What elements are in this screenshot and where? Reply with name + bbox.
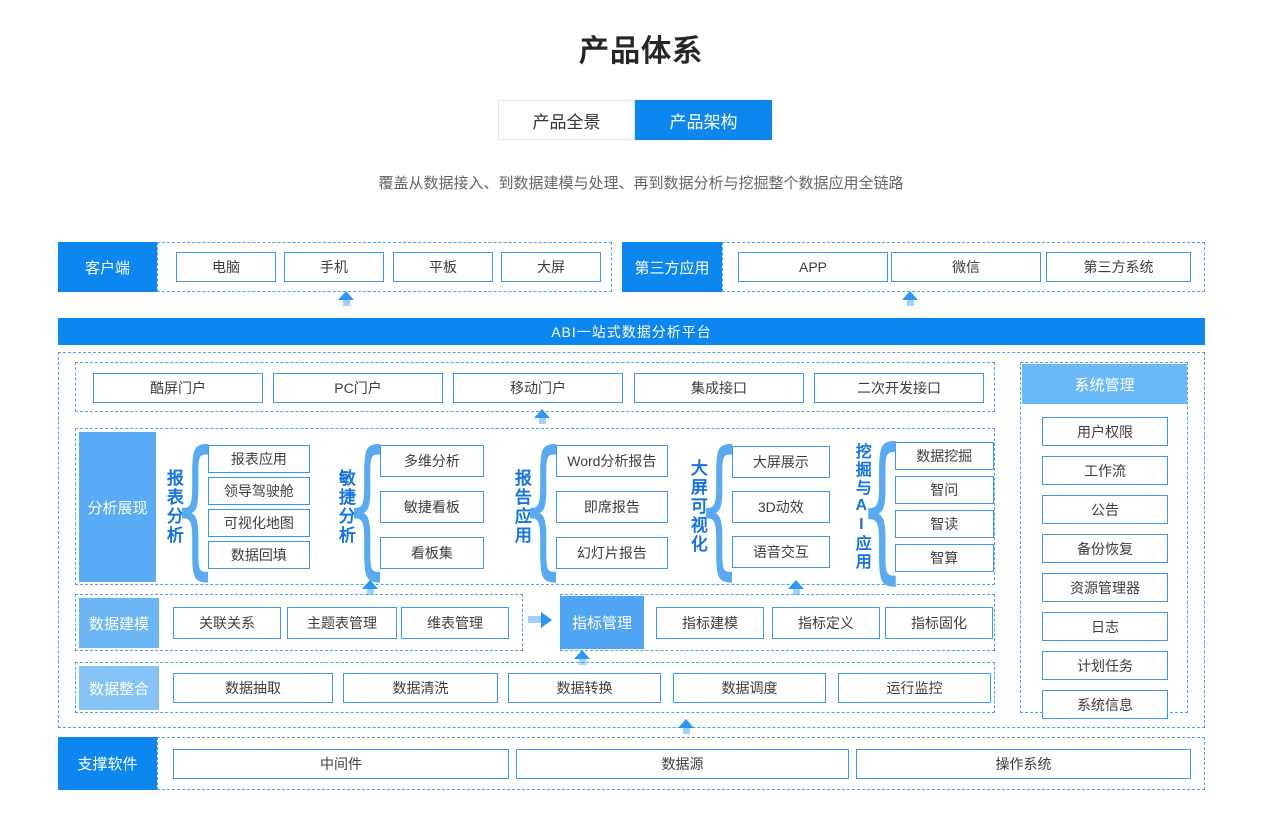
diagram-node-portal: PC门户 — [273, 373, 443, 403]
diagram-node-portal: 集成接口 — [634, 373, 804, 403]
diagram-node: 即席报告 — [555, 490, 668, 523]
diagram-node: 幻灯片报告 — [555, 536, 668, 569]
diagram-node: 运行监控 — [838, 673, 991, 703]
diagram-node: 指标建模 — [656, 607, 764, 639]
arrow-up-icon — [338, 291, 354, 306]
modeling-section: 数据建模 关联关系 主题表管理 维表管理 — [75, 594, 523, 651]
diagram-node-thirdparty-system: 第三方系统 — [1046, 252, 1191, 282]
tab-product-architecture[interactable]: 产品架构 — [635, 100, 772, 140]
analysis-section: 分析展现 报表分析 { 报表应用 领导驾驶舱 可视化地图 数据回填 敏捷分析 {… — [75, 428, 995, 586]
diagram-node: 数据挖掘 — [894, 441, 994, 470]
diagram-node-tablet: 平板 — [393, 252, 493, 282]
diagram-node: 3D动效 — [731, 490, 830, 523]
diagram-node-wechat: 微信 — [891, 252, 1041, 282]
thirdparty-section-label: 第三方应用 — [622, 242, 722, 292]
diagram-node: 备份恢复 — [1042, 534, 1168, 563]
diagram-node: 数据调度 — [673, 673, 826, 703]
diagram-node: Word分析报告 — [555, 444, 668, 477]
diagram-node: 数据回填 — [207, 540, 310, 569]
diagram-node: 看板集 — [379, 536, 484, 569]
diagram-node-portal: 二次开发接口 — [814, 373, 984, 403]
diagram-node: 数据抽取 — [173, 673, 333, 703]
analysis-group-bigscreen: 大屏可视化 { 大屏展示 3D动效 语音交互 — [688, 429, 830, 584]
diagram-node: 数据清洗 — [343, 673, 498, 703]
indicator-section: 指标建模 指标定义 指标固化 — [560, 594, 995, 651]
diagram-node-portal: 酷屏门户 — [93, 373, 263, 403]
diagram-node-bigscreen: 大屏 — [501, 252, 601, 282]
diagram-node: 智算 — [894, 543, 994, 572]
diagram-node-datasource: 数据源 — [516, 749, 849, 779]
analysis-group-report: 报表分析 { 报表应用 领导驾驶舱 可视化地图 数据回填 — [164, 429, 310, 584]
diagram-node-os: 操作系统 — [856, 749, 1191, 779]
diagram-node: 多维分析 — [379, 444, 484, 477]
diagram-node: 智读 — [894, 509, 994, 538]
arrow-up-icon — [362, 580, 378, 595]
page-subtitle: 覆盖从数据接入、到数据建模与处理、再到数据分析与挖掘整个数据应用全链路 — [378, 175, 904, 192]
portal-row-container: 酷屏门户 PC门户 移动门户 集成接口 二次开发接口 — [75, 362, 995, 412]
page-title: 产品体系 — [579, 35, 703, 68]
diagram-node-pc: 电脑 — [176, 252, 276, 282]
client-section-label: 客户端 — [58, 242, 157, 292]
arrow-up-icon — [788, 580, 804, 595]
diagram-node: 公告 — [1042, 495, 1168, 524]
platform-container — [58, 352, 1205, 728]
diagram-node-portal: 移动门户 — [453, 373, 623, 403]
platform-banner: ABI一站式数据分析平台 — [58, 318, 1205, 345]
client-devices-container: 电脑 手机 平板 大屏 — [157, 242, 612, 292]
thirdparty-container: APP 微信 第三方系统 — [722, 242, 1205, 292]
arrow-up-icon — [902, 291, 918, 306]
diagram-node: 主题表管理 — [287, 607, 397, 639]
tab-bar: 产品全景 产品架构 — [498, 100, 772, 140]
diagram-node: 资源管理器 — [1042, 573, 1168, 602]
integration-section-label: 数据整合 — [79, 666, 159, 710]
system-section-label: 系统管理 — [1022, 364, 1187, 404]
group-label: 报表分析 — [163, 468, 183, 545]
diagram-node: 计划任务 — [1042, 651, 1168, 680]
diagram-node: 指标定义 — [772, 607, 880, 639]
diagram-node: 用户权限 — [1042, 417, 1168, 446]
support-section-label: 支撑软件 — [58, 737, 157, 790]
diagram-node: 可视化地图 — [207, 508, 310, 537]
diagram-node: 维表管理 — [401, 607, 509, 639]
group-label: 报告应用 — [511, 468, 531, 545]
diagram-node: 关联关系 — [173, 607, 281, 639]
analysis-group-reporting: 报告应用 { Word分析报告 即席报告 幻灯片报告 — [512, 429, 668, 584]
diagram-node: 大屏展示 — [731, 445, 830, 478]
diagram-node: 工作流 — [1042, 456, 1168, 485]
diagram-node: 日志 — [1042, 612, 1168, 641]
modeling-section-label: 数据建模 — [79, 598, 159, 648]
diagram-node: 智问 — [894, 475, 994, 504]
diagram-node-middleware: 中间件 — [173, 749, 509, 779]
tab-product-panorama[interactable]: 产品全景 — [498, 100, 635, 140]
group-label: 敏捷分析 — [335, 468, 355, 545]
support-container: 中间件 数据源 操作系统 — [157, 737, 1205, 790]
diagram-node: 敏捷看板 — [379, 490, 484, 523]
diagram-node: 数据转换 — [508, 673, 661, 703]
diagram-node: 报表应用 — [207, 444, 310, 473]
analysis-section-label: 分析展现 — [79, 432, 156, 582]
integration-section: 数据整合 数据抽取 数据清洗 数据转换 数据调度 运行监控 — [75, 662, 995, 713]
arrow-right-icon — [528, 611, 556, 628]
arrow-up-icon — [678, 719, 694, 734]
indicator-label: 指标管理 — [560, 596, 644, 649]
analysis-group-agile: 敏捷分析 { 多维分析 敏捷看板 看板集 — [336, 429, 484, 584]
diagram-node-mobile: 手机 — [284, 252, 384, 282]
diagram-node-app: APP — [738, 252, 888, 282]
group-label: 挖掘与AI应用 — [852, 442, 870, 571]
diagram-node: 领导驾驶舱 — [207, 476, 310, 505]
system-section: 系统管理 用户权限 工作流 公告 备份恢复 资源管理器 日志 计划任务 系统信息 — [1020, 362, 1188, 719]
analysis-group-ai: 挖掘与AI应用 { 数据挖掘 智问 智读 智算 — [852, 428, 994, 586]
group-label: 大屏可视化 — [687, 459, 707, 554]
diagram-node: 系统信息 — [1042, 690, 1168, 719]
diagram-node: 指标固化 — [885, 607, 993, 639]
diagram-node: 语音交互 — [731, 535, 830, 568]
